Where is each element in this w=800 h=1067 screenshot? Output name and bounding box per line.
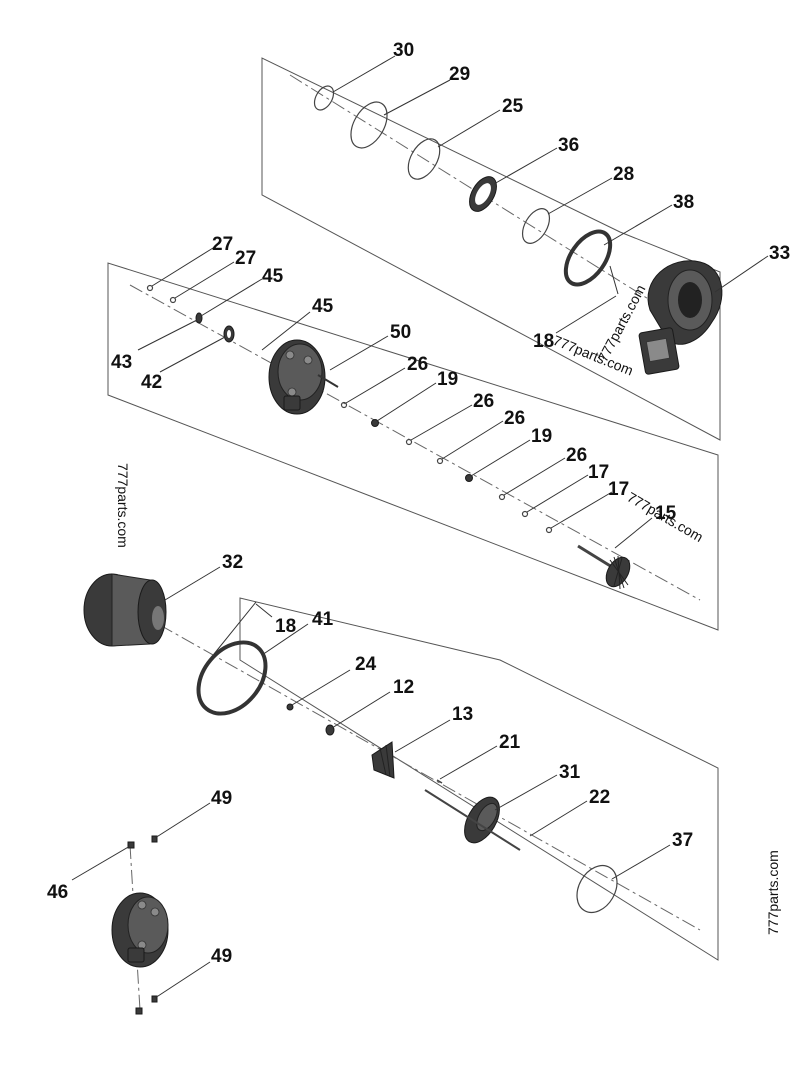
backplate-31	[424, 779, 521, 851]
turbine-shaft-15	[577, 544, 631, 590]
callout-numbers: 30 29 25 36 28 38 33 27 27 45 45 43 42 5…	[47, 40, 790, 967]
callout-17b: 17	[608, 479, 629, 500]
part-24	[286, 703, 294, 711]
callout-46: 46	[47, 882, 68, 903]
ring-26d	[498, 493, 506, 501]
callout-18a: 18	[533, 331, 554, 352]
compressor-housing-32	[83, 573, 167, 647]
ring-17a	[521, 510, 529, 518]
callout-29: 29	[449, 64, 470, 85]
bearing-19b	[465, 474, 473, 482]
snap-ring-27a	[146, 284, 154, 292]
callout-27b: 27	[235, 248, 256, 269]
ring-26a	[340, 401, 348, 409]
nut-12	[325, 724, 335, 736]
watermark-5: 777parts.com	[765, 850, 781, 935]
callout-36: 36	[558, 135, 579, 156]
thrust-part-43	[195, 312, 203, 324]
callout-49a: 49	[211, 788, 232, 809]
callout-42: 42	[141, 372, 162, 393]
callout-32: 32	[222, 552, 243, 573]
compressor-wheel-13	[371, 741, 395, 779]
bearing-housing-46	[111, 835, 169, 1015]
turbine-housing-33	[638, 260, 723, 375]
o-ring-37	[576, 864, 618, 914]
callout-50: 50	[390, 322, 411, 343]
callout-43: 43	[111, 352, 132, 373]
callout-28: 28	[613, 164, 634, 185]
callout-45a: 45	[262, 266, 284, 287]
axis-lower	[159, 624, 701, 931]
callout-49b: 49	[211, 946, 232, 967]
watermark-4: 777parts.com	[625, 489, 706, 545]
callout-38: 38	[673, 192, 694, 213]
callout-26a: 26	[407, 354, 428, 375]
axis-upper	[289, 74, 651, 301]
clamp-bolt-18	[609, 265, 619, 295]
callout-18b: 18	[275, 616, 296, 637]
callout-19a: 19	[437, 369, 458, 390]
callout-15: 15	[655, 503, 677, 524]
leader-lines	[71, 55, 769, 999]
callout-13: 13	[452, 704, 473, 725]
o-ring-28	[521, 208, 551, 244]
callout-27a: 27	[212, 234, 233, 255]
frame-middle	[107, 262, 719, 631]
callout-41: 41	[312, 609, 334, 630]
callout-26d: 26	[566, 445, 587, 466]
callout-33: 33	[769, 243, 790, 264]
bearing-housing-50	[268, 339, 339, 415]
callout-26b: 26	[473, 391, 494, 412]
clamp-bolt-18b	[213, 601, 257, 655]
o-ring-25	[407, 138, 441, 180]
bearing-19a	[371, 419, 379, 427]
v-band-clamp-41	[196, 640, 268, 716]
callout-24: 24	[355, 654, 377, 675]
ring-26b	[405, 438, 413, 446]
o-ring-30	[313, 85, 335, 111]
watermark-2: 777parts.com	[595, 282, 649, 364]
callout-22: 22	[589, 787, 610, 808]
ring-26c	[436, 457, 444, 465]
callout-30: 30	[393, 40, 414, 61]
watermark-3: 777parts.com	[115, 463, 131, 548]
callout-25: 25	[502, 96, 524, 117]
v-band-clamp-38	[563, 229, 613, 287]
callout-12: 12	[393, 677, 414, 698]
ring-17b	[545, 526, 553, 534]
callout-37: 37	[672, 830, 693, 851]
callout-17a: 17	[588, 462, 609, 483]
callout-21: 21	[499, 732, 521, 753]
thrust-collar-42-bore	[227, 330, 231, 338]
snap-ring-27b	[169, 296, 177, 304]
watermark-1: 777parts.com	[551, 332, 636, 379]
o-ring-29	[350, 101, 388, 149]
callout-19b: 19	[531, 426, 552, 447]
frame-upper	[261, 57, 721, 441]
seal-ring-36-bore	[475, 183, 491, 205]
callout-31: 31	[559, 762, 581, 783]
frame-lower	[239, 597, 719, 961]
callout-45b: 45	[312, 296, 334, 317]
callout-26c: 26	[504, 408, 525, 429]
